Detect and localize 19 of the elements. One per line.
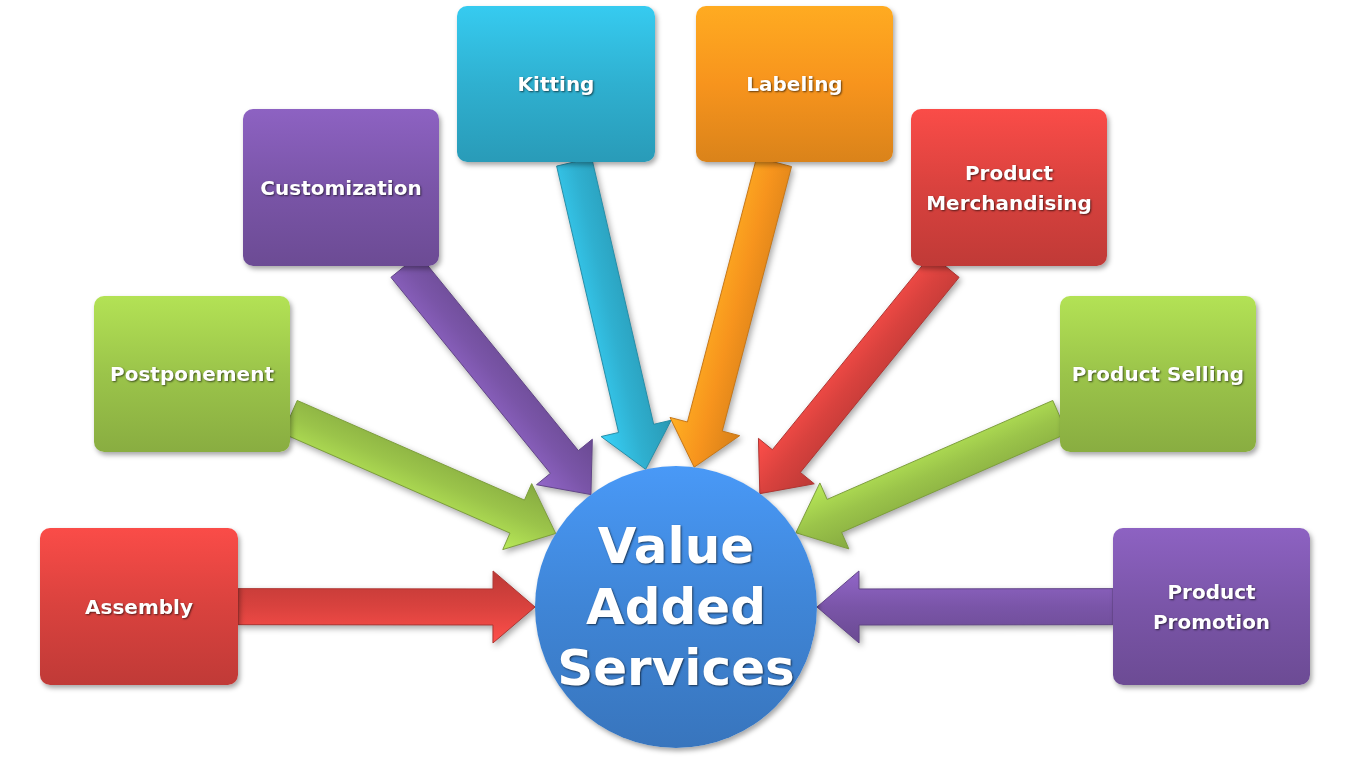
service-box — [696, 6, 893, 162]
service-box — [1060, 296, 1256, 452]
node-label: Customization — [259, 174, 423, 202]
node-label: Assembly — [84, 593, 194, 621]
block-arrow — [237, 570, 536, 644]
node-label: Kitting — [516, 71, 596, 98]
service-box — [911, 109, 1107, 266]
node-label: Labeling — [745, 71, 844, 98]
node-label: Product Promotion — [1151, 578, 1272, 636]
node-label: Product Selling — [1070, 361, 1246, 388]
service-box — [457, 6, 655, 162]
service-box — [94, 296, 290, 452]
service-box — [1113, 528, 1310, 685]
node-label: Product Merchandising — [925, 159, 1093, 217]
node-label: Postponement — [109, 361, 275, 388]
node-label: Value Added Services — [556, 515, 796, 699]
service-box — [243, 109, 439, 266]
service-box — [40, 528, 238, 685]
block-arrow — [816, 570, 1114, 644]
